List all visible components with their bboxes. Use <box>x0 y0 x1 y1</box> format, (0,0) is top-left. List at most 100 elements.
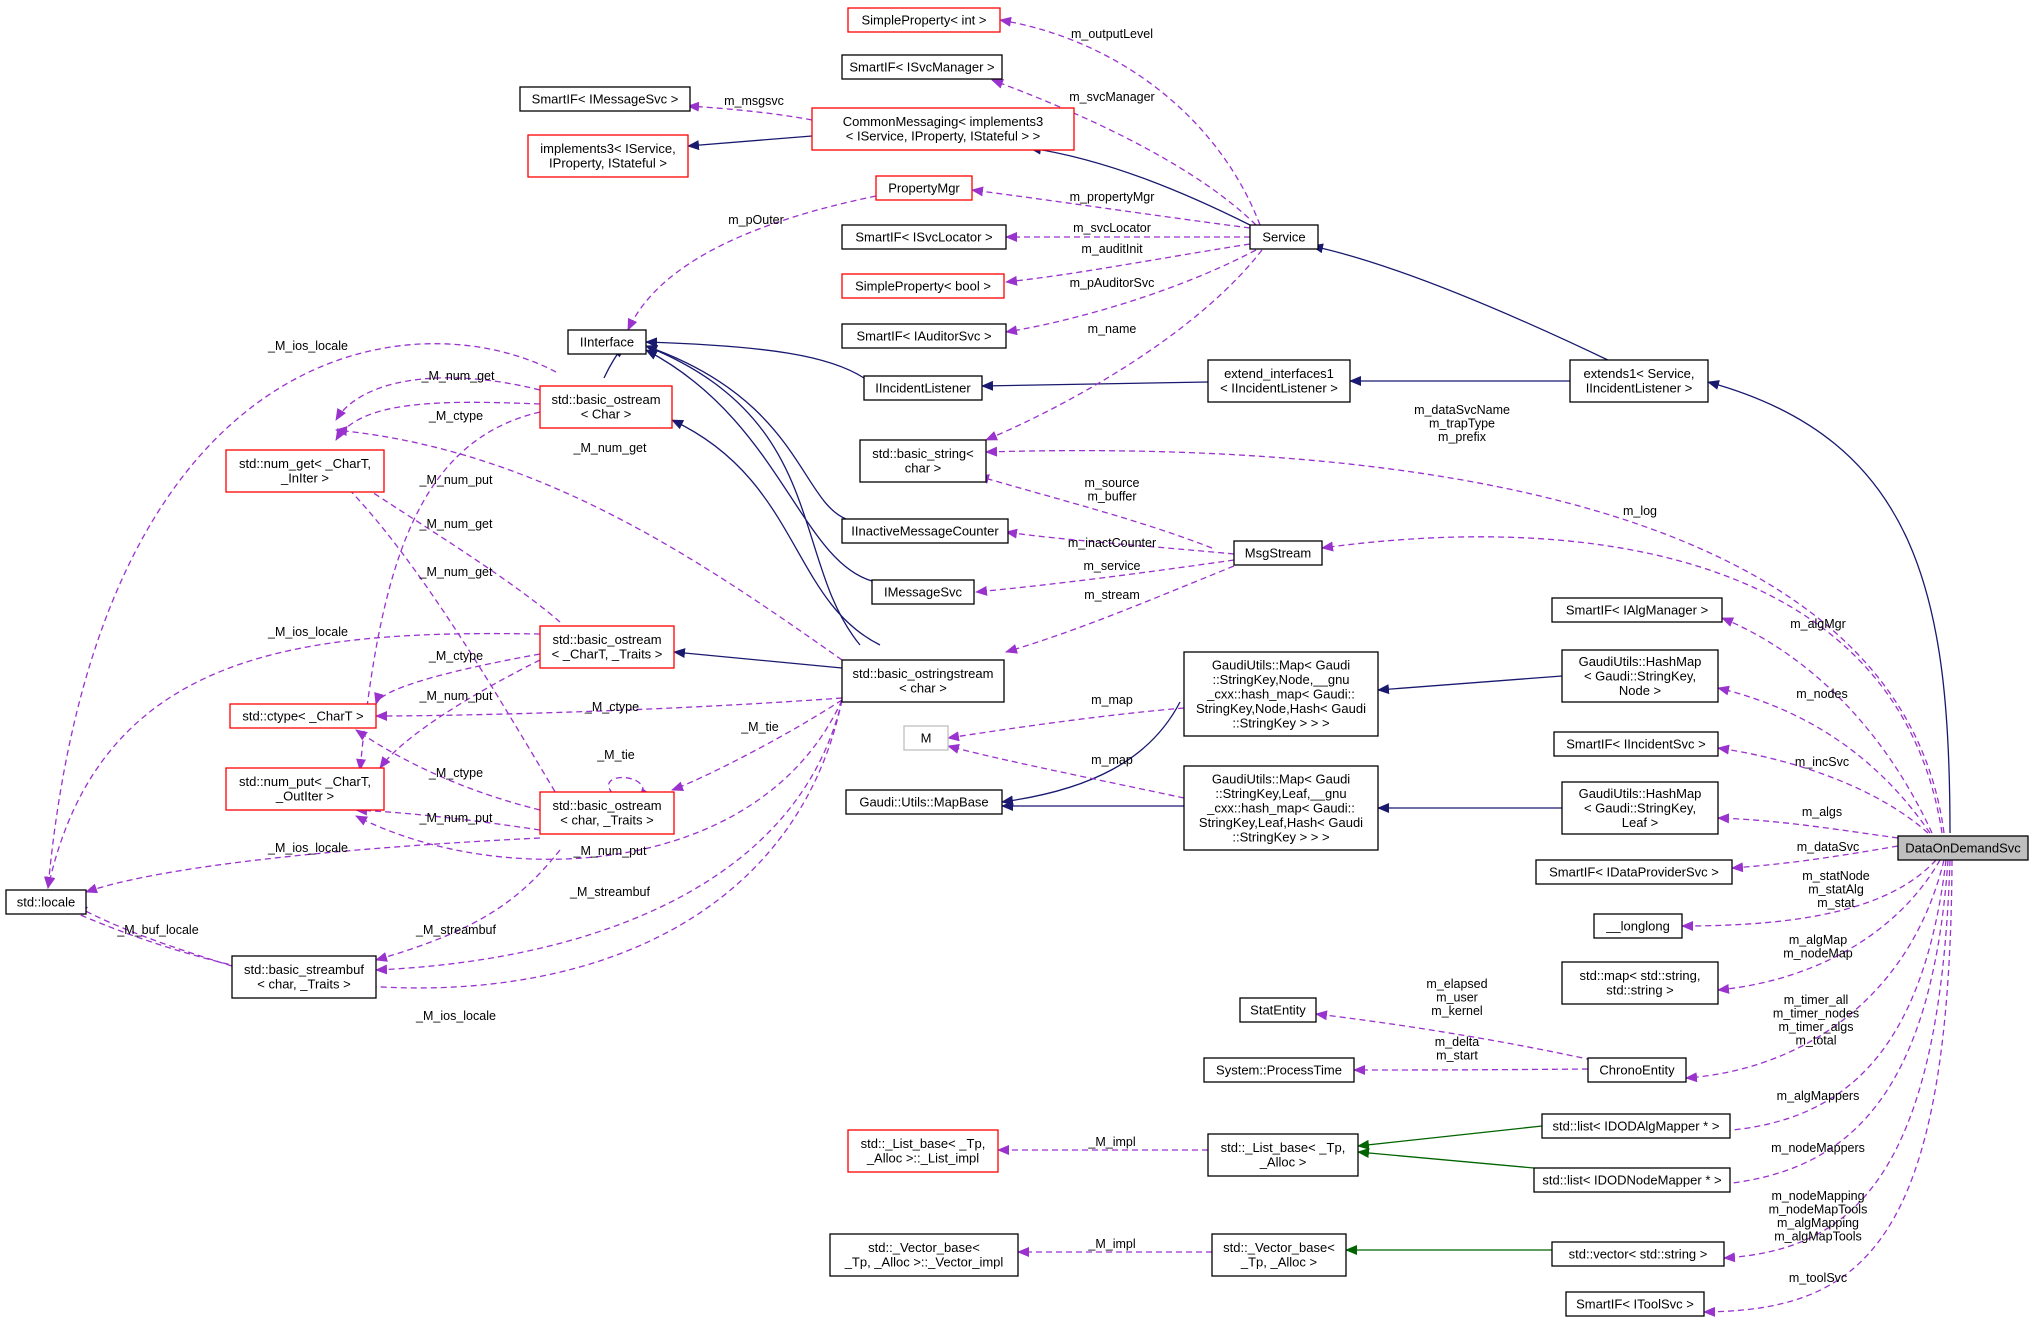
class-node-dataondemandsvc[interactable]: DataOnDemandSvc <box>1897 835 2029 861</box>
class-node-extends1[interactable]: extends1< Service,IIncidentListener > <box>1569 359 1709 403</box>
edge-label-text: m_algMap <box>1789 933 1847 947</box>
class-node-num-get[interactable]: std::num_get< _CharT,_InIter > <box>225 449 385 493</box>
node-label: SmartIF< IDataProviderSvc > <box>1549 864 1719 879</box>
class-node-list-idodnodemapper[interactable]: std::list< IDODNodeMapper * > <box>1533 1167 1731 1193</box>
class-node-hashmap-leaf[interactable]: GaudiUtils::HashMap< Gaudi::StringKey,Le… <box>1561 781 1719 835</box>
class-node-extend-interfaces1[interactable]: extend_interfaces1< IIncidentListener > <box>1207 359 1351 403</box>
class-node-basic-streambuf[interactable]: std::basic_streambuf< char, _Traits > <box>231 955 377 999</box>
edge-label-m-log: m_log <box>1623 504 1657 518</box>
node-label: _cxx::hash_map< Gaudi:: <box>1206 800 1355 815</box>
class-node-num-put[interactable]: std::num_put< _CharT,_OutIter > <box>225 767 385 811</box>
class-node-processtime[interactable]: System::ProcessTime <box>1203 1057 1355 1083</box>
class-node-iincidentlistener[interactable]: IIncidentListener <box>863 375 983 401</box>
edge-label-text: m_stat <box>1817 896 1855 910</box>
class-node-smartif-isvcmgr[interactable]: SmartIF< ISvcManager > <box>841 54 1003 80</box>
class-node-statentity[interactable]: StatEntity <box>1239 997 1317 1023</box>
class-node-imessagesvc[interactable]: IMessageSvc <box>871 579 975 605</box>
edge-usage-num-get-3 <box>339 469 561 623</box>
class-node-vector-string[interactable]: std::vector< std::string > <box>1551 1241 1725 1267</box>
edge-commonmessaging-to-implements3 <box>687 135 813 151</box>
edge-label-text: m_algs <box>1802 805 1842 819</box>
edge-usage-num-get-1 <box>335 377 541 421</box>
class-node-list-base[interactable]: std::_List_base< _Tp,_Alloc > <box>1207 1133 1359 1177</box>
edge-label-m-impl-2: _M_impl <box>1087 1237 1135 1251</box>
class-node-smartif-iauditorsvc[interactable]: SmartIF< IAuditorSvc > <box>841 323 1007 349</box>
class-node-map-node[interactable]: GaudiUtils::Map< Gaudi::StringKey,Node,_… <box>1183 651 1379 737</box>
edge-hashmap-node-to-map-node <box>1377 675 1563 695</box>
edge-label-m-datasvc: m_dataSvc <box>1797 840 1860 854</box>
edge-usage-m-nodemapping <box>1723 859 1951 1263</box>
class-node-m[interactable]: M <box>903 725 949 751</box>
edge-label-text: _M_num_put <box>419 689 493 703</box>
node-label: std::_List_base< _Tp, <box>1221 1140 1346 1155</box>
class-node-basic-string[interactable]: std::basic_string<char > <box>859 439 987 483</box>
class-node-basic-ostringstream[interactable]: std::basic_ostringstream< char > <box>841 659 1005 703</box>
edge-usage-tie-2 <box>608 776 651 801</box>
node-label: ::StringKey,Node,__gnu <box>1212 672 1349 687</box>
class-node-mapbase[interactable]: Gaudi::Utils::MapBase <box>845 789 1003 815</box>
edge-label-text: m_nodeMappers <box>1771 1141 1865 1155</box>
node-label: std::vector< std::string > <box>1569 1246 1708 1261</box>
class-node-implements3[interactable]: implements3< IService,IProperty, IStatef… <box>527 134 689 178</box>
class-node-smartif-isvclocator[interactable]: SmartIF< ISvcLocator > <box>841 224 1007 250</box>
edge-label-text: _M_buf_locale <box>116 923 198 937</box>
node-label: std::num_get< _CharT, <box>239 456 371 471</box>
class-node-list-base-impl[interactable]: std::_List_base< _Tp,_Alloc >::_List_imp… <box>847 1129 999 1173</box>
node-box <box>1593 913 1683 939</box>
class-node-longlong[interactable]: __longlong <box>1593 913 1683 939</box>
node-label: < Gaudi::StringKey, <box>1584 668 1696 683</box>
node-box <box>811 107 1075 151</box>
class-node-basic-ostream-char-traits[interactable]: std::basic_ostream< char, _Traits > <box>539 791 675 835</box>
class-node-list-idodalgmapper[interactable]: std::list< IDODAlgMapper * > <box>1541 1113 1731 1139</box>
class-node-smartif-imsgsvc[interactable]: SmartIF< IMessageSvc > <box>519 86 691 112</box>
edge-extends1-to-service <box>1311 243 1613 363</box>
edge-label-m-inactcounter: m_inactCounter <box>1068 536 1156 550</box>
node-label: IIncidentListener > <box>1586 381 1693 396</box>
edge-label-text: m_nodeMapping <box>1771 1189 1864 1203</box>
edge-label-m-propertymgr: m_propertyMgr <box>1070 190 1155 204</box>
class-node-locale[interactable]: std::locale <box>5 889 87 915</box>
class-node-hashmap-node[interactable]: GaudiUtils::HashMap< Gaudi::StringKey,No… <box>1561 649 1719 703</box>
edge-label-text: _M_num_put <box>419 473 493 487</box>
class-node-chronoentity[interactable]: ChronoEntity <box>1587 1057 1687 1083</box>
edge-usage-m-svcmanager <box>991 79 1257 226</box>
class-node-service[interactable]: Service <box>1249 224 1319 250</box>
edge-label-text: m_dataSvcName <box>1414 403 1510 417</box>
class-node-smartif-idataprovidersvc[interactable]: SmartIF< IDataProviderSvc > <box>1535 859 1733 885</box>
node-label: GaudiUtils::HashMap <box>1579 654 1702 669</box>
class-node-smartif-iincidentsvc[interactable]: SmartIF< IIncidentSvc > <box>1553 731 1719 757</box>
class-node-basic-ostream-char[interactable]: std::basic_ostream< Char > <box>539 385 673 429</box>
class-node-iinterface[interactable]: IInterface <box>567 329 647 355</box>
class-node-vector-base[interactable]: std::_Vector_base<_Tp, _Alloc > <box>1211 1233 1347 1277</box>
class-node-basic-ostream-chart[interactable]: std::basic_ostream< _CharT, _Traits > <box>539 625 675 669</box>
edge-label-m-timer-all: m_timer_allm_timer_nodesm_timer_algsm_to… <box>1773 993 1859 1048</box>
class-node-map-leaf[interactable]: GaudiUtils::Map< Gaudi::StringKey,Leaf,_… <box>1183 765 1379 851</box>
class-node-simpleprop-bool[interactable]: SimpleProperty< bool > <box>841 273 1005 299</box>
class-node-commonmessaging[interactable]: CommonMessaging< implements3< IService, … <box>811 107 1075 151</box>
node-label: std::locale <box>17 894 76 909</box>
edge-label-text: m_log <box>1623 504 1657 518</box>
edge-label-text: m_msgsvc <box>724 94 784 108</box>
class-node-propertymgr[interactable]: PropertyMgr <box>875 175 973 201</box>
edge-label-m-outputlevel: m_outputLevel <box>1071 27 1153 41</box>
node-box <box>1183 765 1379 851</box>
edge-usage-m-pouter <box>627 195 877 331</box>
class-node-map-string[interactable]: std::map< std::string,std::string > <box>1561 961 1719 1005</box>
class-node-msgstream[interactable]: MsgStream <box>1233 540 1323 566</box>
class-node-iinactivemsgcounter[interactable]: IInactiveMessageCounter <box>841 518 1009 544</box>
class-node-simpleprop-int[interactable]: SimpleProperty< int > <box>847 7 1001 33</box>
edge-basic-ostringstream-to-iinterface <box>645 345 861 646</box>
class-node-ctype[interactable]: std::ctype< _CharT > <box>229 703 377 729</box>
edge-label-text: m_svcLocator <box>1073 221 1151 235</box>
edge-label-m-pouter: m_pOuter <box>728 213 784 227</box>
node-label: SmartIF< ISvcLocator > <box>855 229 992 244</box>
edge-label-text: _M_impl <box>1087 1135 1135 1149</box>
node-label: SmartIF< IToolSvc > <box>1576 1296 1694 1311</box>
edge-label-m-ios-locale-2: _M_ios_locale <box>267 625 348 639</box>
edge-usage-ios-locale-1 <box>44 343 557 889</box>
class-node-vector-base-impl[interactable]: std::_Vector_base<_Tp, _Alloc >::_Vector… <box>829 1233 1019 1277</box>
class-node-smartif-ialgmanager[interactable]: SmartIF< IAlgManager > <box>1551 597 1723 623</box>
node-box <box>519 86 691 112</box>
class-node-smartif-itoolsvc[interactable]: SmartIF< IToolSvc > <box>1565 1291 1705 1317</box>
edge-usage-m-elapsed <box>1315 1010 1593 1061</box>
